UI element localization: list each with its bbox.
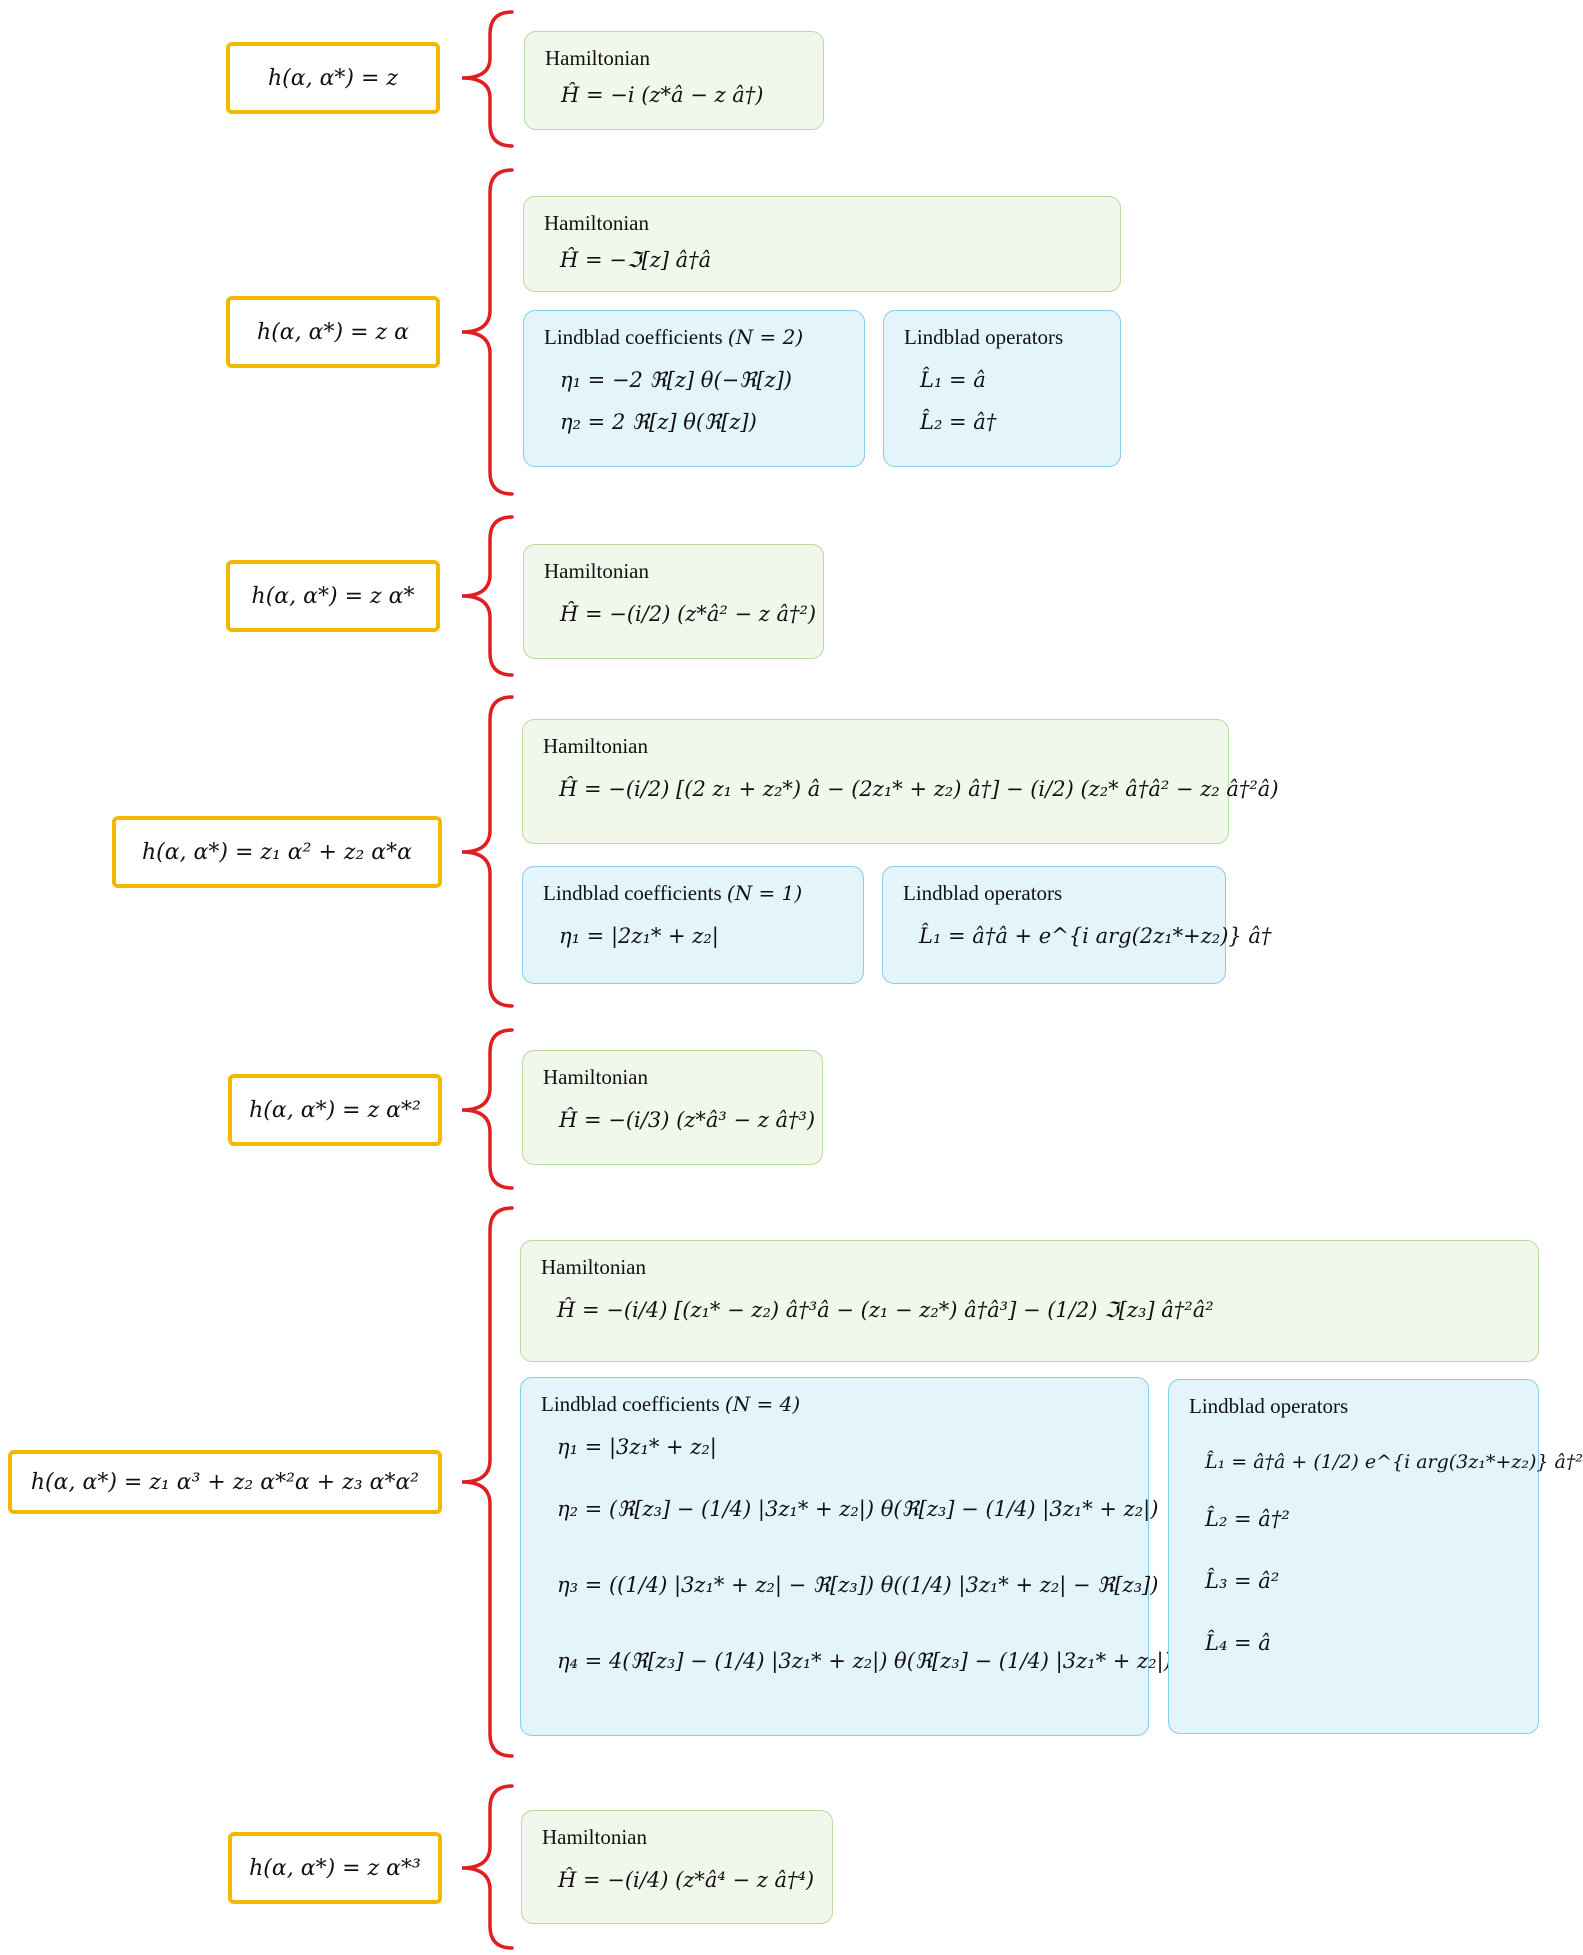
operator-equation: L̂₄ = â [1205, 1631, 1271, 1655]
hamiltonian-title: Hamiltonian [542, 1825, 647, 1849]
h-box-6: h(α, α*) = z₁ α³ + z₂ α*²α + z₃ α*α² [8, 1450, 442, 1514]
hamiltonian-card-4: Hamiltonian Ĥ = −(i/2) [(2 z₁ + z₂*) â −… [522, 719, 1279, 844]
brace-6 [461, 1206, 514, 1758]
brace-1 [461, 10, 514, 148]
lindblad-operators-card-4: Lindblad operators L̂₁ = â†â + e^{i arg(… [882, 866, 1272, 984]
hamiltonian-equation: Ĥ = −(i/3) (z*â³ − z â†³) [559, 1108, 816, 1132]
hamiltonian-title: Hamiltonian [543, 1065, 648, 1089]
operator-equation: L̂₂ = â† [920, 410, 997, 434]
h-expression: h(α, α*) = z α [257, 319, 409, 345]
brace-4 [461, 695, 514, 1008]
hamiltonian-equation: Ĥ = −ℑ[z] â†â [560, 248, 712, 272]
h-expression: h(α, α*) = z α*² [249, 1097, 421, 1123]
coefficient-equation: η₄ = 4(ℜ[z₃] − (1/4) |3z₁* + z₂|) θ(ℜ[z₃… [557, 1649, 1172, 1673]
h-box-4: h(α, α*) = z₁ α² + z₂ α*α [112, 816, 442, 888]
hamiltonian-equation: Ĥ = −(i/4) (z*â⁴ − z â†⁴) [558, 1868, 815, 1892]
operator-equation: L̂₃ = â² [1205, 1569, 1280, 1593]
hamiltonian-title: Hamiltonian [545, 46, 650, 70]
operator-equation: L̂₁ = â†â + e^{i arg(2z₁*+z₂)} â† [919, 924, 1272, 948]
lindblad-coefficients-title: Lindblad coefficients [541, 1392, 720, 1416]
coefficient-equation: η₂ = 2 ℜ[z] θ(ℜ[z]) [560, 410, 757, 434]
lindblad-coefficients-title: Lindblad coefficients [544, 325, 723, 349]
lindblad-count: (N = 1) [726, 881, 803, 905]
hamiltonian-title: Hamiltonian [544, 559, 649, 583]
lindblad-operators-title: Lindblad operators [903, 881, 1063, 905]
operator-equation: L̂₁ = â [920, 368, 986, 392]
lindblad-coefficients-card-4: Lindblad coefficients (N = 1) η₁ = |2z₁*… [522, 866, 864, 984]
h-expression: h(α, α*) = z₁ α³ + z₂ α*²α + z₃ α*α² [30, 1469, 420, 1495]
h-expression: h(α, α*) = z [267, 65, 399, 91]
lindblad-count: (N = 4) [724, 1392, 801, 1416]
h-box-2: h(α, α*) = z α [226, 296, 440, 368]
h-box-7: h(α, α*) = z α*³ [228, 1832, 442, 1904]
lindblad-operators-title: Lindblad operators [904, 325, 1064, 349]
hamiltonian-equation: Ĥ = −(i/2) (z*â² − z â†²) [560, 602, 817, 626]
brace-7 [461, 1784, 514, 1950]
lindblad-coefficients-card-6: Lindblad coefficients (N = 4) η₁ = |3z₁*… [520, 1377, 1172, 1736]
brace-5 [461, 1028, 514, 1190]
lindblad-count: (N = 2) [727, 325, 804, 349]
brace-2 [461, 168, 514, 496]
h-box-1: h(α, α*) = z [226, 42, 440, 114]
hamiltonian-title: Hamiltonian [543, 734, 648, 758]
hamiltonian-equation: Ĥ = −(i/2) [(2 z₁ + z₂*) â − (2z₁* + z₂)… [559, 777, 1279, 801]
hamiltonian-card-2: Hamiltonian Ĥ = −ℑ[z] â†â [523, 196, 1121, 292]
hamiltonian-card-3: Hamiltonian Ĥ = −(i/2) (z*â² − z â†²) [523, 544, 824, 659]
hamiltonian-title: Hamiltonian [541, 1255, 646, 1279]
h-expression: h(α, α*) = z α* [251, 583, 415, 609]
coefficient-equation: η₁ = |3z₁* + z₂| [557, 1435, 717, 1459]
h-box-3: h(α, α*) = z α* [226, 560, 440, 632]
operator-equation: L̂₂ = â†² [1205, 1507, 1290, 1531]
hamiltonian-card-1: Hamiltonian Ĥ = −i (z*â − z â†) [524, 31, 824, 130]
hamiltonian-card-5: Hamiltonian Ĥ = −(i/3) (z*â³ − z â†³) [522, 1050, 823, 1165]
brace-3 [461, 515, 514, 677]
hamiltonian-title: Hamiltonian [544, 211, 649, 235]
hamiltonian-card-7: Hamiltonian Ĥ = −(i/4) (z*â⁴ − z â†⁴) [521, 1810, 833, 1924]
h-box-5: h(α, α*) = z α*² [228, 1074, 442, 1146]
hamiltonian-equation: Ĥ = −i (z*â − z â†) [561, 83, 764, 107]
operator-equation: L̂₁ = â†â + (1/2) e^{i arg(3z₁*+z₂)} â†² [1205, 1451, 1583, 1473]
coefficient-equation: η₁ = −2 ℜ[z] θ(−ℜ[z]) [560, 368, 792, 392]
hamiltonian-equation: Ĥ = −(i/4) [(z₁* − z₂) â†³â − (z₁ − z₂*)… [557, 1298, 1214, 1322]
lindblad-coefficients-card-2: Lindblad coefficients (N = 2) η₁ = −2 ℜ[… [523, 310, 865, 467]
lindblad-operators-card-2: Lindblad operators L̂₁ = â L̂₂ = â† [883, 310, 1121, 467]
coefficient-equation: η₂ = (ℜ[z₃] − (1/4) |3z₁* + z₂|) θ(ℜ[z₃]… [557, 1497, 1159, 1521]
lindblad-operators-title: Lindblad operators [1189, 1394, 1349, 1418]
lindblad-coefficients-title: Lindblad coefficients [543, 881, 722, 905]
lindblad-operators-card-6: Lindblad operators L̂₁ = â†â + (1/2) e^{… [1168, 1379, 1583, 1734]
hamiltonian-card-6: Hamiltonian Ĥ = −(i/4) [(z₁* − z₂) â†³â … [520, 1240, 1539, 1362]
coefficient-equation: η₁ = |2z₁* + z₂| [559, 924, 719, 948]
h-expression: h(α, α*) = z α*³ [249, 1855, 421, 1881]
h-expression: h(α, α*) = z₁ α² + z₂ α*α [141, 839, 413, 865]
coefficient-equation: η₃ = ((1/4) |3z₁* + z₂| − ℜ[z₃]) θ((1/4)… [557, 1573, 1159, 1597]
